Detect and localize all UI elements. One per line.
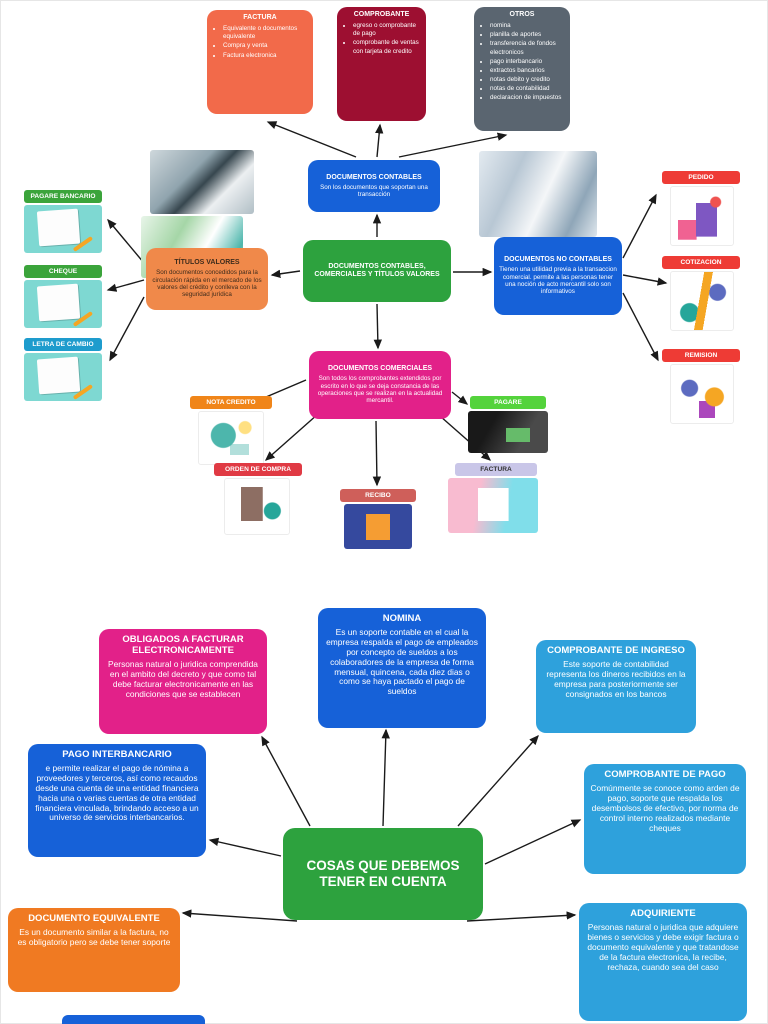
node-pago-interbancario-title: PAGO INTERBANCARIO	[62, 749, 172, 760]
node-comprobante-pago-desc: Comúnmente se conoce como arden de pago,…	[590, 782, 740, 833]
node-titulos-valores-desc: Son documentos concedidos para la circul…	[152, 269, 262, 299]
node-otros-list: nomina planilla de aportes transferencia…	[480, 22, 566, 104]
factura-illustration	[448, 478, 538, 533]
recibo-illustration	[344, 504, 412, 549]
label-pagare-bancario: PAGARE BANCARIO	[24, 190, 102, 203]
node-center-top-title: DOCUMENTOS CONTABLES, COMERCIALES Y TÍTU…	[314, 262, 440, 278]
node-titulos-valores-title: TÍTULOS VALORES	[174, 259, 240, 267]
node-obligados-facturar-desc: Personas natural o juridica comprendida …	[108, 658, 258, 699]
node-center-bottom-title: COSAS QUE DEBEMOS TENER EN CUENTA	[306, 858, 460, 889]
label-cotizacion: COTIZACION	[662, 256, 740, 269]
node-no-contables: DOCUMENTOS NO CONTABLES Tienen una utili…	[494, 237, 622, 315]
label-cheque: CHEQUE	[24, 265, 102, 278]
label-letra-de-cambio: LETRA DE CAMBIO	[24, 338, 102, 351]
remision-illustration	[670, 364, 734, 424]
calculator-photo	[150, 150, 254, 214]
node-comerciales: DOCUMENTOS COMERCIALES Son todos los com…	[309, 351, 451, 419]
node-otros: OTROS nomina planilla de aportes transfe…	[474, 7, 570, 131]
node-no-contables-desc: Tienen una utilidad previa a la transacc…	[499, 266, 617, 296]
partial-next-page-node	[62, 1015, 205, 1024]
node-obligados-facturar-title: OBLIGADOS A FACTURAR ELECTRONICAMENTE	[122, 634, 244, 656]
pagare-illustration	[468, 411, 548, 453]
node-obligados-facturar: OBLIGADOS A FACTURAR ELECTRONICAMENTE Pe…	[99, 629, 267, 734]
letra-de-cambio-illustration	[24, 353, 102, 401]
label-factura-small: FACTURA	[455, 463, 537, 476]
node-documentos-contables-title: DOCUMENTOS CONTABLES	[326, 173, 422, 181]
node-no-contables-title: DOCUMENTOS NO CONTABLES	[504, 256, 612, 264]
list-item: notas debito y credito	[490, 76, 566, 84]
nota-credito-illustration	[198, 411, 264, 465]
list-item: planilla de aportes	[490, 31, 566, 39]
label-nota-credito: NOTA CREDITO	[190, 396, 272, 409]
node-titulos-valores: TÍTULOS VALORES Son documentos concedido…	[146, 248, 268, 310]
node-documento-equivalente-title: DOCUMENTO EQUIVALENTE	[28, 913, 160, 924]
node-comprobante-pago-title: COMPROBANTE DE PAGO	[604, 769, 726, 780]
node-comprobante: COMPROBANTE egreso o comprobante de pago…	[337, 7, 426, 121]
node-adquiriente: ADQUIRIENTE Personas natural o juridica …	[579, 903, 747, 1021]
node-pago-interbancario-desc: e permite realizar el pago de nómina a p…	[35, 762, 199, 823]
list-item: notas de contabilidad	[490, 85, 566, 93]
list-item: Equivalente o documentos equivalente	[223, 25, 309, 41]
node-center-top: DOCUMENTOS CONTABLES, COMERCIALES Y TÍTU…	[303, 240, 451, 302]
label-recibo: RECIBO	[340, 489, 416, 502]
label-remision: REMISION	[662, 349, 740, 362]
node-nomina-desc: Es un soporte contable en el cual la emp…	[326, 626, 478, 697]
node-documentos-contables-desc: Son los documentos que soportan una tran…	[320, 183, 428, 199]
node-documento-equivalente: DOCUMENTO EQUIVALENTE Es un documento si…	[8, 908, 180, 992]
list-item: declaracion de impuestos	[490, 94, 566, 102]
pedido-illustration	[670, 186, 734, 246]
orden-de-compra-illustration	[224, 478, 290, 535]
node-pago-interbancario: PAGO INTERBANCARIO e permite realizar el…	[28, 744, 206, 857]
node-nomina: NOMINA Es un soporte contable en el cual…	[318, 608, 486, 728]
node-documento-equivalente-desc: Es un documento similar a la factura, no…	[17, 926, 171, 947]
node-comprobante-title: COMPROBANTE	[353, 11, 410, 18]
node-comerciales-desc: Son todos los comprobantes extendidos po…	[317, 375, 443, 405]
label-orden-de-compra: ORDEN DE COMPRA	[214, 463, 302, 476]
node-factura-top-title: FACTURA	[243, 14, 277, 21]
list-item: pago interbancario	[490, 58, 566, 66]
cotizacion-illustration	[670, 271, 734, 331]
list-item: comprobante de ventas con tarjeta de cre…	[353, 39, 422, 55]
node-factura-top-list: Equivalente o documentos equivalente Com…	[213, 25, 309, 61]
node-comprobante-ingreso-desc: Este soporte de contabilidad representa …	[546, 658, 686, 699]
list-item: transferencia de fondos electronicos	[490, 40, 566, 56]
cheque-illustration	[24, 280, 102, 328]
node-otros-title: OTROS	[509, 11, 535, 18]
node-center-bottom: COSAS QUE DEBEMOS TENER EN CUENTA	[283, 828, 483, 920]
node-adquiriente-title: ADQUIRIENTE	[630, 908, 696, 919]
node-documentos-contables: DOCUMENTOS CONTABLES Son los documentos …	[308, 160, 440, 212]
label-pagare: PAGARE	[470, 396, 546, 409]
pagare-bancario-illustration	[24, 205, 102, 253]
node-nomina-title: NOMINA	[382, 613, 422, 624]
list-item: nomina	[490, 22, 566, 30]
list-item: extractos bancarios	[490, 67, 566, 75]
node-comerciales-title: DOCUMENTOS COMERCIALES	[327, 365, 433, 373]
node-adquiriente-desc: Personas natural o juridica que adquiere…	[587, 921, 739, 972]
node-factura-top: FACTURA Equivalente o documentos equival…	[207, 10, 313, 114]
node-comprobante-ingreso-title: COMPROBANTE DE INGRESO	[547, 645, 685, 656]
accountant-photo	[479, 151, 597, 237]
node-comprobante-list: egreso o comprobante de pago comprobante…	[343, 22, 422, 57]
node-comprobante-pago: COMPROBANTE DE PAGO Comúnmente se conoce…	[584, 764, 746, 874]
list-item: Compra y venta	[223, 42, 309, 50]
list-item: Factura electronica	[223, 52, 309, 60]
node-comprobante-ingreso: COMPROBANTE DE INGRESO Este soporte de c…	[536, 640, 696, 733]
label-pedido: PEDIDO	[662, 171, 740, 184]
list-item: egreso o comprobante de pago	[353, 22, 422, 38]
